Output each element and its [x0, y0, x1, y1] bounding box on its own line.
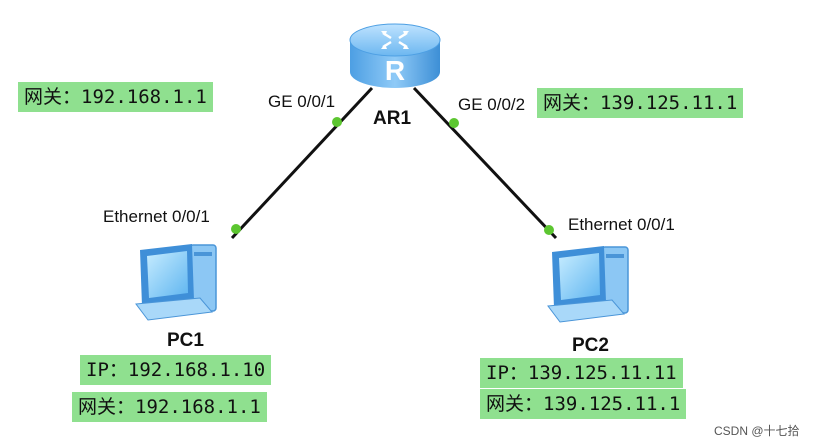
- port-dot-pc1-eth001: [231, 224, 241, 234]
- router-icon[interactable]: R: [349, 23, 441, 88]
- pc1-name-label: PC1: [167, 330, 204, 351]
- link-ar1-pc2: [412, 86, 558, 240]
- pc2-ip-label: IP：139.125.11.11: [480, 358, 683, 388]
- router-logo-letter: R: [385, 55, 405, 86]
- pc2-computer-icon[interactable]: [547, 246, 629, 323]
- pc1-computer-icon[interactable]: [135, 244, 217, 321]
- port-dot-ar1-ge002: [449, 118, 459, 128]
- pc1-port-label: Ethernet 0/0/1: [103, 207, 210, 226]
- pc2-port-label: Ethernet 0/0/1: [568, 215, 675, 234]
- pc1-ip-label: IP：192.168.1.10: [80, 355, 272, 385]
- port-dot-pc2-eth001: [544, 225, 554, 235]
- router-port-left-label: GE 0/0/1: [268, 92, 336, 111]
- router-name-label: AR1: [373, 108, 412, 129]
- port-dot-ar1-ge001: [332, 117, 342, 127]
- watermark: CSDN @十七拾: [714, 424, 800, 438]
- router-port-right-label: GE 0/0/2: [458, 95, 526, 114]
- link-ar1-pc1: [230, 86, 374, 240]
- router-gateway-left-label: 网关：192.168.1.1: [18, 82, 213, 112]
- pc2-gateway-label: 网关：139.125.11.1: [480, 389, 687, 419]
- pc2-name-label: PC2: [572, 335, 609, 356]
- pc1-gateway-label: 网关：192.168.1.1: [72, 392, 267, 422]
- router-gateway-right-label: 网关：139.125.11.1: [537, 88, 744, 118]
